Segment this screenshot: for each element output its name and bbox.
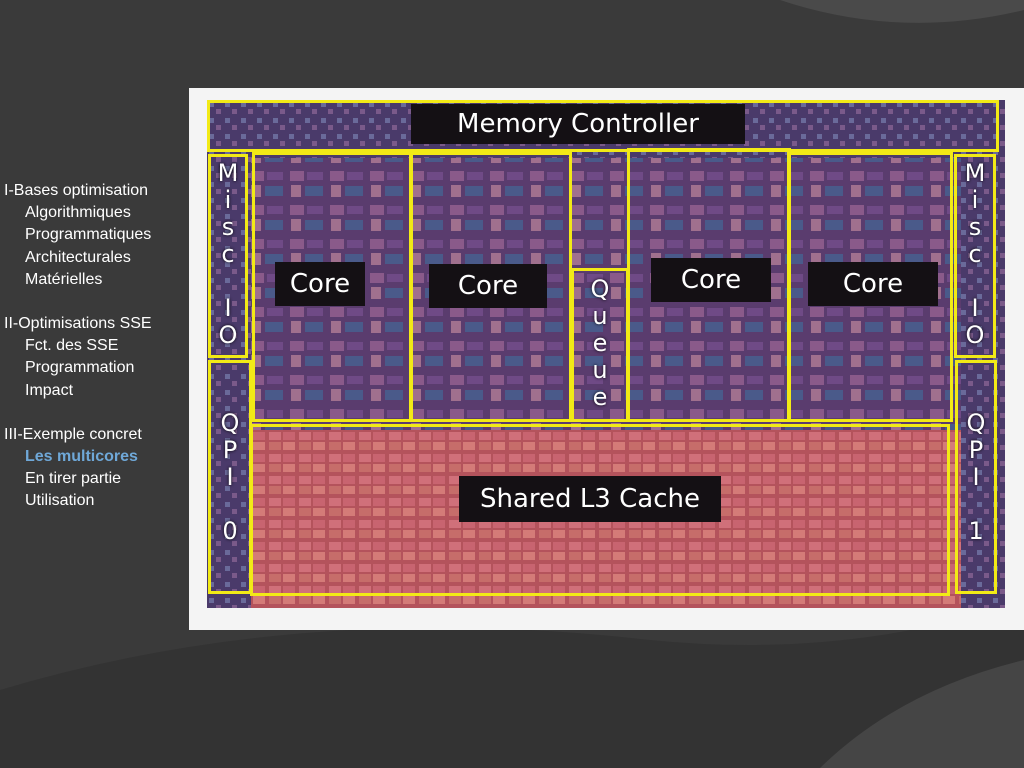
- outline-section-heading[interactable]: III-Exemple concret: [4, 425, 142, 443]
- outline-item[interactable]: Fct. des SSE: [25, 337, 119, 355]
- core-1-label: Core: [275, 262, 365, 306]
- outline-item-active[interactable]: Les multicores: [25, 448, 138, 466]
- memory-controller-label: Memory Controller: [411, 104, 745, 144]
- outline-section-heading[interactable]: I-Bases optimisation: [4, 182, 149, 199]
- core-3-label: Core: [651, 258, 771, 302]
- outline-item[interactable]: Algorithmiques: [25, 204, 131, 222]
- core-2-region: [410, 152, 572, 422]
- outline-item[interactable]: Utilisation: [25, 492, 95, 510]
- die-photo: Memory Controller M i s c I O M i s c I …: [189, 88, 1024, 630]
- outline-item[interactable]: Impact: [25, 381, 74, 399]
- l3-cache-region: [250, 424, 950, 596]
- misc-io-right-label: M i s c I O: [964, 159, 986, 349]
- outline-section-heading[interactable]: II-Optimisations SSE: [4, 315, 152, 333]
- qpi-1-region: [955, 360, 997, 594]
- misc-io-left-region: [208, 154, 248, 358]
- outline-gap: [4, 291, 184, 313]
- misc-io-right-region: [954, 154, 996, 358]
- misc-io-left-label: M i s c I O: [217, 159, 239, 349]
- queue-label: Q u e u e: [590, 275, 610, 411]
- l3-cache-label: Shared L3 Cache: [459, 476, 721, 522]
- core-4-label: Core: [808, 262, 938, 306]
- outline-item[interactable]: En tirer partie: [25, 470, 122, 488]
- qpi-1-label: Q P I 1: [966, 409, 986, 545]
- core-2-label: Core: [429, 264, 547, 308]
- core-4-region: [787, 152, 953, 422]
- outline-gap: [4, 402, 184, 424]
- outline-item[interactable]: Programmation: [25, 359, 135, 377]
- qpi-0-label: Q P I 0: [220, 409, 240, 545]
- memory-controller-region: [207, 100, 999, 152]
- outline-item[interactable]: Matérielles: [25, 270, 103, 288]
- outline-item[interactable]: Programmatiques: [25, 226, 152, 244]
- outline-item[interactable]: Architecturales: [25, 248, 131, 266]
